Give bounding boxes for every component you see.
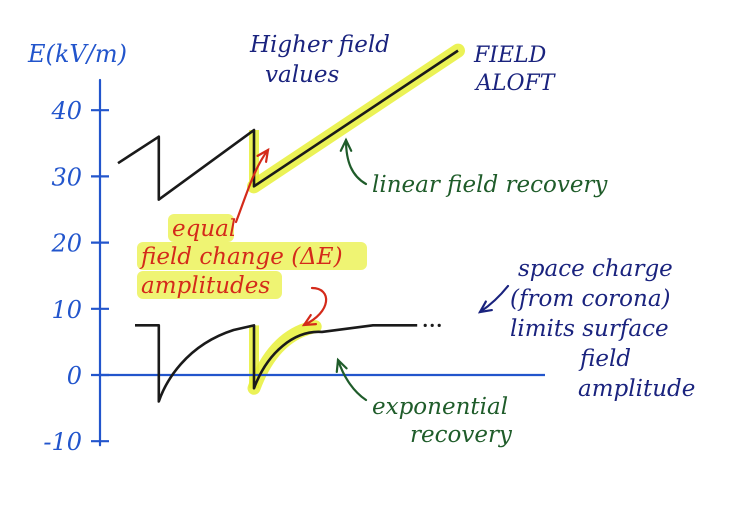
arrow-equal-to-lower-drop-head — [301, 313, 318, 327]
y-tick-label: 0 — [67, 362, 82, 390]
annotation-higher-field: values — [265, 62, 339, 88]
annotation-equal-change: amplitudes — [141, 273, 270, 299]
annotation-field-aloft: FIELD — [473, 43, 547, 68]
y-tick-label: -10 — [43, 428, 82, 456]
arrow-exponential-recovery — [336, 358, 368, 402]
series-continuation-dot — [437, 323, 441, 327]
series-continuation-dot — [423, 323, 427, 327]
annotation-space-charge: space charge — [518, 256, 673, 282]
annotation-space-charge: amplitude — [578, 376, 695, 402]
annotation-space-charge: field — [578, 346, 631, 372]
annotation-higher-field: Higher field — [249, 32, 390, 58]
series-surface-field-line — [135, 324, 418, 403]
annotation-exponential-recovery: recovery — [410, 422, 513, 448]
y-ticks: 40 30 20 10 0 -10 — [43, 97, 109, 456]
arrow-equal-to-upper-drop-head — [256, 147, 270, 163]
arrow-space-charge-head — [477, 300, 493, 314]
highlights — [247, 43, 465, 395]
annotation-linear-recovery: linear field recovery — [372, 172, 608, 198]
arrow-linear-recovery — [344, 138, 368, 186]
annotation-equal-change: field change (ΔE) — [139, 244, 343, 270]
arrow-space-charge — [478, 284, 510, 314]
highlight-exponential-recovery — [247, 320, 322, 395]
annotation-space-charge: (from corona) — [510, 286, 671, 312]
arrow-linear-recovery-head — [339, 137, 353, 152]
annotation-field-aloft: ALOFT — [474, 71, 557, 96]
arrow-exponential-recovery-head — [335, 357, 348, 374]
y-tick-label: 10 — [51, 296, 82, 324]
arrows — [234, 137, 510, 402]
series-field-aloft-line — [117, 49, 459, 201]
highlight-equal-text — [137, 242, 367, 270]
y-axis-label: E(kV/m) — [27, 40, 127, 68]
series-continuation-dot — [430, 323, 434, 327]
arrow-equal-to-upper-drop — [234, 148, 270, 224]
y-tick-label: 40 — [50, 97, 82, 125]
axes: 40 30 20 10 0 -10 E(kV/m) — [27, 40, 545, 456]
highlight-equal-text — [168, 214, 234, 242]
annotation-exponential-recovery: exponential — [372, 394, 508, 420]
highlight-equal-text — [137, 271, 282, 299]
annotation-space-charge: limits surface — [510, 316, 669, 342]
annotations: Higher field values FIELD ALOFT linear field… — [137, 32, 695, 448]
annotation-equal-change: equal — [172, 216, 236, 242]
arrow-equal-to-lower-drop — [302, 286, 328, 327]
series — [117, 49, 459, 403]
y-tick-label: 30 — [51, 163, 82, 191]
y-tick-label: 20 — [50, 230, 82, 258]
